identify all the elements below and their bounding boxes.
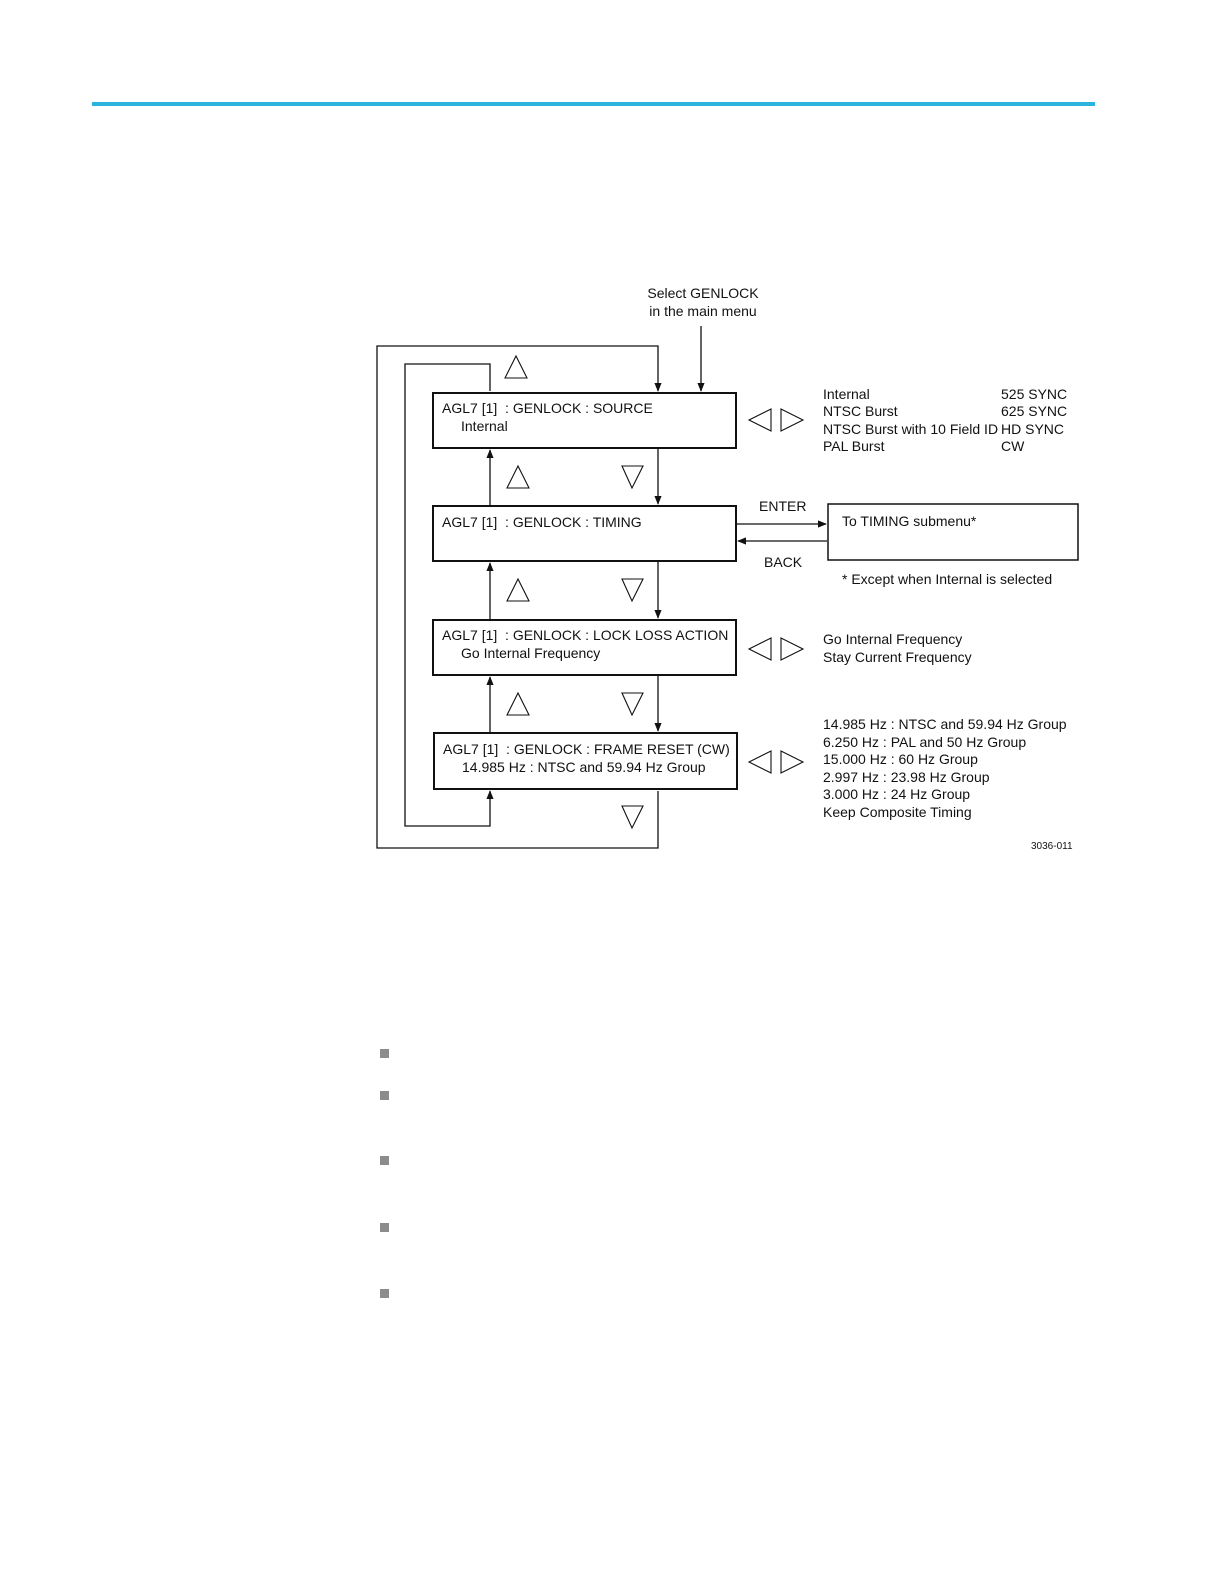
menu-box-lock-loss	[432, 619, 737, 676]
right-button-icon	[780, 750, 805, 774]
menu-source-title: AGL7 [1] : GENLOCK : SOURCE	[442, 400, 653, 416]
frame-reset-option: 2.997 Hz : 23.98 Hz Group	[823, 769, 990, 785]
menu-source-value: Internal	[461, 418, 508, 434]
frame-reset-option: 14.985 Hz : NTSC and 59.94 Hz Group	[823, 716, 1067, 732]
menu-box-timing	[432, 505, 737, 562]
left-button-icon	[747, 750, 772, 774]
lock-loss-option: Go Internal Frequency	[823, 631, 962, 647]
menu-lock-loss-title: AGL7 [1] : GENLOCK : LOCK LOSS ACTION	[442, 627, 728, 643]
square-bullet-icon	[380, 1156, 389, 1165]
outer-loop-line	[376, 345, 662, 849]
up-button-icon	[506, 464, 530, 489]
menu-frame-reset-title: AGL7 [1] : GENLOCK : FRAME RESET (CW)	[443, 741, 730, 757]
left-button-icon	[747, 408, 772, 432]
frame-reset-option: Keep Composite Timing	[823, 804, 972, 820]
square-bullet-icon	[380, 1223, 389, 1232]
timing-footnote: * Except when Internal is selected	[842, 571, 1052, 587]
down-button-icon	[621, 465, 644, 490]
header-rule	[92, 102, 1095, 106]
right-button-icon	[780, 637, 805, 661]
down-button-icon	[621, 692, 644, 717]
square-bullet-icon	[380, 1091, 389, 1100]
menu-lock-loss-value: Go Internal Frequency	[461, 645, 600, 661]
menu-box-frame-reset	[433, 732, 738, 790]
source-option: PAL Burst	[823, 438, 885, 454]
source-options-col2: 525 SYNC 625 SYNC HD SYNC CW	[1001, 386, 1067, 454]
source-option: NTSC Burst	[823, 403, 898, 419]
menu-box-source	[432, 392, 737, 449]
down-button-icon	[621, 805, 644, 830]
inner-loop-line	[404, 363, 494, 827]
timing-submenu-box	[827, 503, 1079, 561]
figure-id: 3036-011	[1031, 841, 1073, 852]
source-option: 625 SYNC	[1001, 403, 1067, 419]
source-option: 525 SYNC	[1001, 386, 1067, 402]
frame-reset-option: 15.000 Hz : 60 Hz Group	[823, 751, 978, 767]
frame-reset-option: 3.000 Hz : 24 Hz Group	[823, 786, 970, 802]
square-bullet-icon	[380, 1289, 389, 1298]
source-options-col1: Internal NTSC Burst NTSC Burst with 10 F…	[823, 386, 998, 454]
left-button-icon	[747, 637, 772, 661]
up-button-icon	[506, 691, 530, 716]
enter-label: ENTER	[759, 498, 806, 514]
up-button-icon	[504, 354, 528, 379]
source-option: NTSC Burst with 10 Field ID	[823, 421, 998, 437]
frame-reset-option: 6.250 Hz : PAL and 50 Hz Group	[823, 734, 1026, 750]
source-option: HD SYNC	[1001, 421, 1064, 437]
entry-label-line2: in the main menu	[649, 303, 756, 319]
down-button-icon	[621, 578, 644, 603]
up-button-icon	[506, 577, 530, 602]
menu-frame-reset-value: 14.985 Hz : NTSC and 59.94 Hz Group	[462, 759, 706, 775]
lock-loss-option: Stay Current Frequency	[823, 649, 972, 665]
back-label: BACK	[764, 554, 803, 570]
source-option: Internal	[823, 386, 870, 402]
menu-timing-title: AGL7 [1] : GENLOCK : TIMING	[442, 514, 642, 530]
timing-submenu-label: To TIMING submenu*	[842, 513, 977, 529]
right-button-icon	[780, 408, 805, 432]
entry-label-line1: Select GENLOCK	[647, 285, 759, 301]
square-bullet-icon	[380, 1049, 389, 1058]
source-option: CW	[1001, 438, 1025, 454]
